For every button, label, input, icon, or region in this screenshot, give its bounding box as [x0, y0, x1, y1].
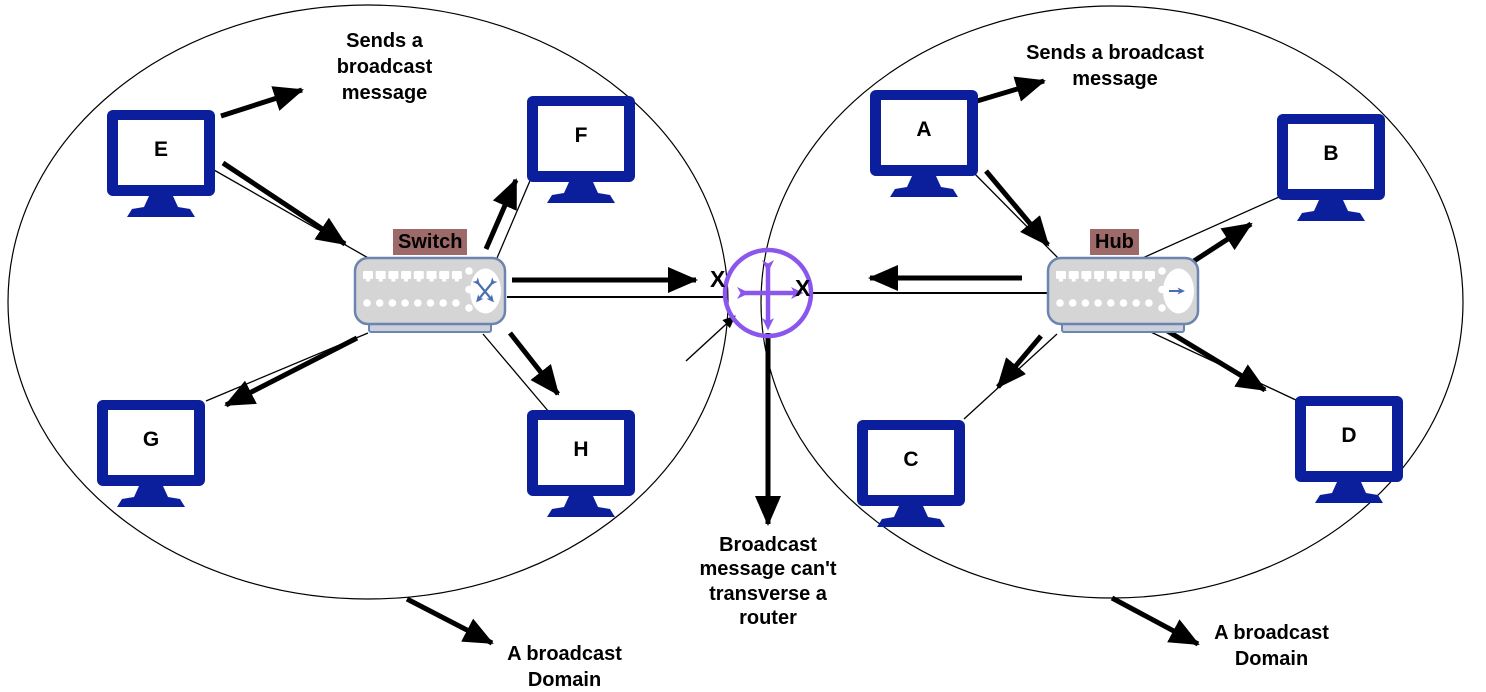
router-note: Broadcast message can't transverse a rou…: [699, 534, 837, 630]
arrow-ellipse-to-right-domain-label: [1110, 595, 1200, 647]
arrow-pointer-to-router: [685, 315, 736, 362]
router-cross-icon: [737, 260, 804, 331]
connection-c-hub: [963, 333, 1058, 420]
switch-device: [355, 258, 505, 332]
router-circle: [722, 247, 814, 339]
computer-b-label: B: [1323, 142, 1339, 165]
arrow-a-to-note: [966, 76, 1046, 107]
switch-label: Switch: [393, 229, 468, 255]
computer-a-label: A: [916, 118, 932, 141]
computer-g-label: G: [142, 428, 160, 451]
computer-h-label: H: [573, 438, 589, 461]
connection-f-switch: [496, 175, 533, 259]
left-domain-label: A broadcast Domain: [507, 643, 622, 691]
hub-device: [1048, 258, 1198, 332]
arrow-e-to-switch: [221, 160, 347, 247]
arrow-e-to-note: [220, 86, 304, 119]
arrow-a-to-hub: [984, 169, 1050, 247]
computer-f-label: F: [574, 124, 588, 147]
computer-c-label: C: [903, 448, 919, 471]
arrow-ellipse-to-left-domain-label: [405, 596, 494, 646]
right-broadcast-note: Sends a broadcast message: [1026, 42, 1204, 90]
arrow-switch-to-f: [483, 178, 519, 250]
x-mark-right: X: [795, 275, 811, 301]
connection-a-hub: [966, 165, 1063, 263]
connection-h-switch: [482, 333, 550, 413]
router-device: [722, 247, 814, 339]
computer-d-label: D: [1341, 424, 1357, 447]
right-domain-label: A broadcast Domain: [1214, 622, 1329, 670]
switch-crossed-arrows-icon: [472, 277, 498, 303]
computer-e-label: E: [153, 138, 168, 161]
arrow-hub-to-c: [996, 334, 1043, 389]
arrow-switch-to-h: [508, 331, 560, 396]
x-mark-left: X: [710, 266, 726, 292]
connection-e-switch: [213, 169, 371, 260]
hub-label: Hub: [1090, 229, 1139, 255]
arrow-switch-to-g: [224, 335, 359, 408]
left-broadcast-note: Sends a broadcast message: [336, 30, 433, 104]
